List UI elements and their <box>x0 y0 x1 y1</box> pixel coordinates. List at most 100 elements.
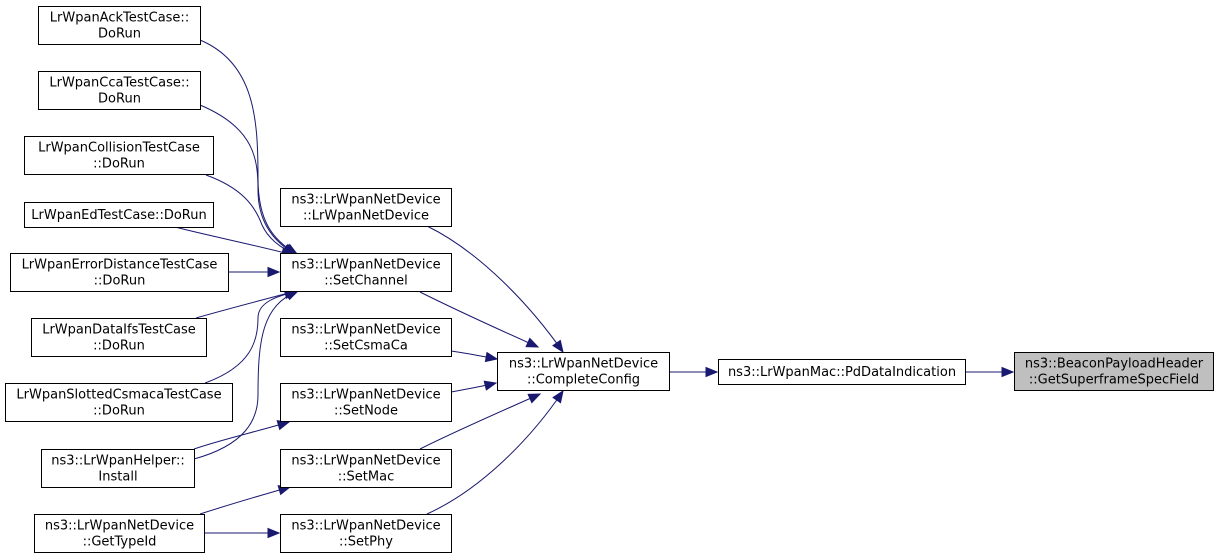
edge-arrowhead <box>1001 366 1015 378</box>
node-cca[interactable]: LrWpanCcaTestCase::DoRun <box>38 71 201 110</box>
edge-line <box>193 421 290 450</box>
edge-errdist-to-setchannel <box>228 266 281 278</box>
node-label-line: ::LrWpanNetDevice <box>303 209 429 224</box>
edge-line <box>426 390 564 515</box>
node-label-line: LrWpanCcaTestCase:: <box>49 76 189 91</box>
edge-setcsmaca-to-completeconfig <box>450 350 499 363</box>
node-dataifs[interactable]: LrWpanDataIfsTestCase::DoRun <box>31 318 207 357</box>
node-label-line: ::SetChannel <box>324 274 407 289</box>
node-setcsmaca[interactable]: ns3::LrWpanNetDevice::SetCsmaCa <box>280 318 452 357</box>
edge-line <box>195 290 297 319</box>
node-label-line: LrWpanSlottedCsmacaTestCase <box>16 388 221 403</box>
node-label-line: LrWpanDataIfsTestCase <box>42 323 196 338</box>
node-label-line: ns3::LrWpanNetDevice <box>291 519 440 534</box>
node-box[interactable] <box>280 449 452 488</box>
edge-arrowhead <box>525 337 540 348</box>
node-label-line: LrWpanCollisionTestCase <box>38 141 200 156</box>
node-label-line: ns3::LrWpanMac::PdDataIndication <box>728 365 956 380</box>
edge-arrowhead <box>285 290 300 301</box>
node-label-line: DoRun <box>98 92 141 107</box>
node-box[interactable] <box>280 253 452 292</box>
node-label-line: LrWpanEdTestCase::DoRun <box>31 208 206 223</box>
edge-arrowhead <box>483 380 498 391</box>
edge-line <box>199 104 296 255</box>
node-box[interactable] <box>38 71 201 110</box>
edge-line <box>205 174 296 255</box>
edge-completeconfig-to-pddata <box>669 366 719 378</box>
node-label-line: ::DoRun <box>93 339 145 354</box>
node-label-line: ::SetCsmaCa <box>324 339 408 354</box>
edge-line <box>426 225 564 353</box>
node-setphy[interactable]: ns3::LrWpanNetDevice::SetPhy <box>280 514 452 553</box>
node-box[interactable] <box>24 136 214 175</box>
edge-arrowhead <box>267 266 281 278</box>
edge-arrowhead <box>527 393 542 404</box>
node-label-line: ::SetNode <box>334 404 398 419</box>
edge-arrowhead <box>552 389 564 404</box>
node-gettypeid[interactable]: ns3::LrWpanNetDevice::GetTypeId <box>34 514 205 553</box>
node-box[interactable] <box>38 6 201 45</box>
node-label-line: ::DoRun <box>93 404 145 419</box>
edge-helper-to-setnode <box>193 420 291 450</box>
node-helper[interactable]: ns3::LrWpanHelper::Install <box>41 449 195 488</box>
edge-line <box>199 486 291 515</box>
node-label-line: ns3::LrWpanNetDevice <box>291 454 440 469</box>
node-setnode[interactable]: ns3::LrWpanNetDevice::SetNode <box>280 383 452 422</box>
node-label-line: ns3::LrWpanNetDevice <box>291 258 440 273</box>
node-box[interactable] <box>280 318 452 357</box>
node-collision[interactable]: LrWpanCollisionTestCase::DoRun <box>24 136 214 175</box>
node-label-line: ::CompleteConfig <box>527 373 640 388</box>
node-label-line: DoRun <box>98 27 141 42</box>
node-getsuperframe[interactable]: ns3::BeaconPayloadHeader::GetSuperframeS… <box>1014 352 1214 391</box>
node-errdist[interactable]: LrWpanErrorDistanceTestCase::DoRun <box>10 253 229 292</box>
node-label-line: ns3::LrWpanNetDevice <box>509 357 658 372</box>
node-label-line: ::DoRun <box>93 157 145 172</box>
node-box[interactable] <box>24 202 214 228</box>
node-box[interactable] <box>497 352 670 391</box>
node-box[interactable] <box>41 449 195 488</box>
node-label-line: Install <box>98 470 137 485</box>
node-ctor[interactable]: ns3::LrWpanNetDevice::LrWpanNetDevice <box>280 188 452 227</box>
edge-arrowhead <box>276 420 291 431</box>
node-label-line: ::DoRun <box>94 274 146 289</box>
node-box[interactable] <box>1014 352 1214 391</box>
node-ed[interactable]: LrWpanEdTestCase::DoRun <box>24 202 214 228</box>
node-label-line: ::SetMac <box>338 470 394 485</box>
edge-arrowhead <box>552 339 564 354</box>
node-box[interactable] <box>280 188 452 227</box>
node-slotted[interactable]: LrWpanSlottedCsmacaTestCase::DoRun <box>5 383 233 422</box>
node-label-line: ns3::BeaconPayloadHeader <box>1025 357 1204 372</box>
node-box[interactable] <box>280 383 452 422</box>
edge-line <box>419 393 541 450</box>
nodes-layer: LrWpanAckTestCase::DoRunLrWpanCcaTestCas… <box>5 6 1214 553</box>
node-box[interactable] <box>718 359 966 385</box>
edge-line <box>419 291 539 348</box>
node-completeconfig[interactable]: ns3::LrWpanNetDevice::CompleteConfig <box>497 352 670 391</box>
edge-line <box>174 226 294 256</box>
edge-arrowhead <box>705 366 719 378</box>
node-setmac[interactable]: ns3::LrWpanNetDevice::SetMac <box>280 449 452 488</box>
edge-setphy-to-completeconfig <box>426 389 564 515</box>
edge-line <box>199 39 298 255</box>
edge-dataifs-to-setchannel <box>195 288 298 319</box>
edge-setnode-to-completeconfig <box>450 380 498 393</box>
node-box[interactable] <box>31 318 207 357</box>
edge-line <box>193 290 299 460</box>
node-label-line: ns3::LrWpanNetDevice <box>291 388 440 403</box>
node-pddata[interactable]: ns3::LrWpanMac::PdDataIndication <box>718 359 966 385</box>
node-ack[interactable]: LrWpanAckTestCase::DoRun <box>38 6 201 45</box>
node-label-line: ns3::LrWpanNetDevice <box>291 323 440 338</box>
node-box[interactable] <box>5 383 233 422</box>
edge-setmac-to-completeconfig <box>419 393 542 450</box>
edge-pddata-to-getsuperframe <box>965 366 1015 378</box>
edge-arrowhead <box>484 351 499 363</box>
edge-helper-to-setchannel <box>193 290 300 460</box>
node-box[interactable] <box>280 514 452 553</box>
node-box[interactable] <box>34 514 205 553</box>
edge-line <box>204 290 299 384</box>
node-box[interactable] <box>10 253 229 292</box>
node-setchannel[interactable]: ns3::LrWpanNetDevice::SetChannel <box>280 253 452 292</box>
edge-ctor-to-completeconfig <box>426 225 564 354</box>
edge-cca-to-setchannel <box>199 104 297 255</box>
